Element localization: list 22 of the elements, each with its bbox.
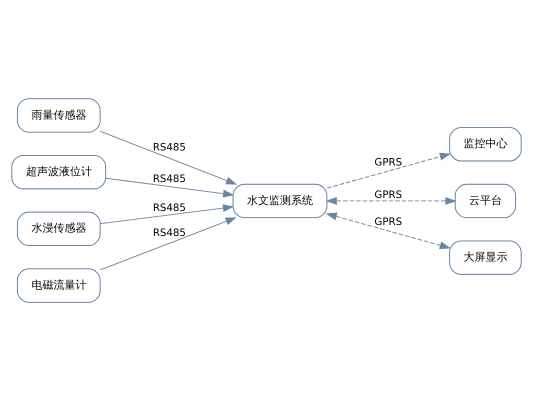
- arrow: [326, 196, 457, 204]
- edge-label: RS485: [152, 174, 186, 185]
- edge-label: GPRS: [374, 189, 402, 200]
- arrow: [326, 212, 451, 249]
- node-box: 水文监测系统: [232, 183, 328, 218]
- arrow: [326, 152, 451, 188]
- node-box: 电磁流量计: [16, 268, 101, 302]
- edge-label: RS485: [152, 228, 186, 239]
- edge-label: RS485: [152, 202, 186, 214]
- edge-label: GPRS: [374, 156, 402, 168]
- node-box: 水浸传感器: [16, 211, 101, 246]
- node-box: 大屏显示: [449, 240, 522, 274]
- arrow: [105, 177, 234, 197]
- arrow: [100, 130, 238, 184]
- node-box: 监控中心: [449, 126, 522, 161]
- edge-label: GPRS: [374, 216, 402, 228]
- node-box: 云平台: [454, 183, 516, 218]
- node-box: 雨量传感器: [16, 98, 101, 132]
- arrow: [100, 204, 234, 224]
- arrow: [100, 216, 237, 270]
- node-box: 超声波液位计: [11, 154, 106, 189]
- edge-label: RS485: [152, 142, 186, 154]
